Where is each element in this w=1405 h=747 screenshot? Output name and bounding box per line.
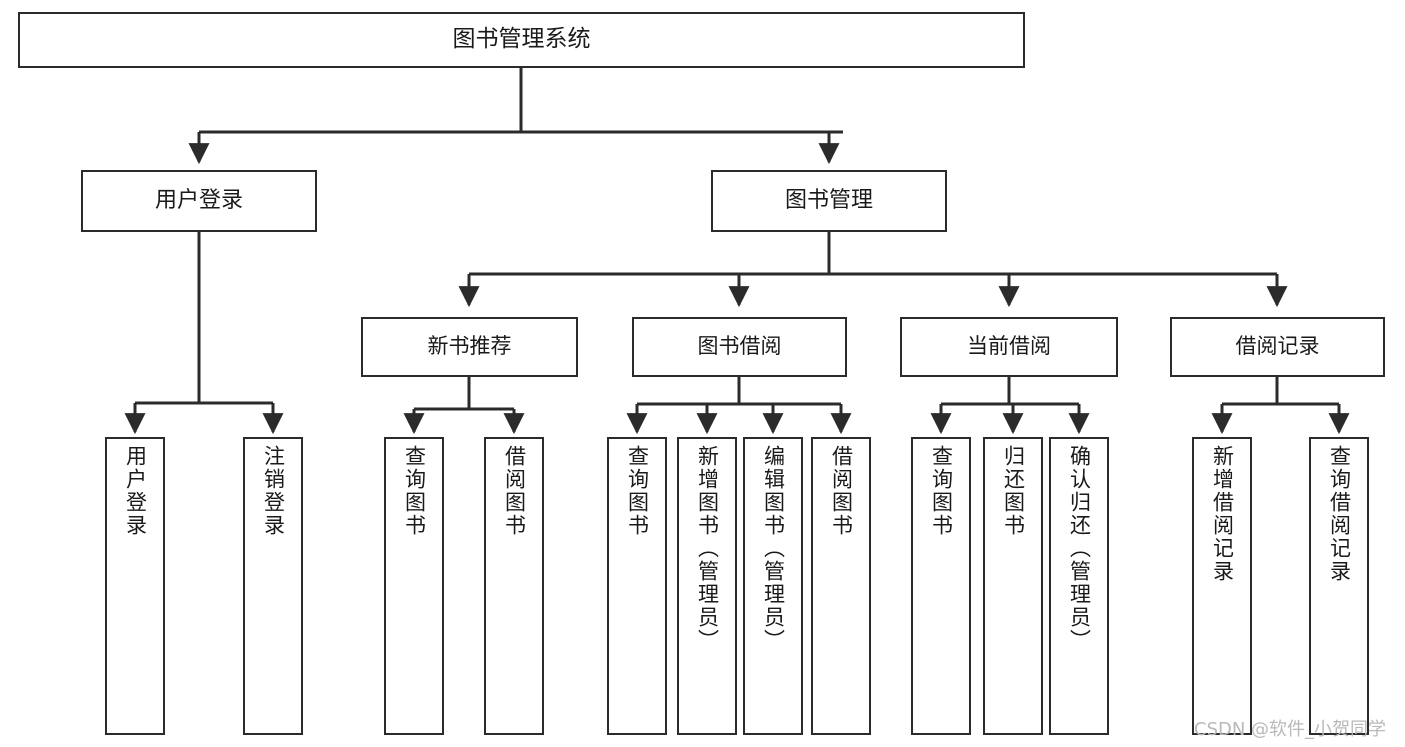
node-label: 借阅记录: [1235, 334, 1320, 359]
node-label: 借阅图书: [502, 445, 527, 537]
node-book-borrowing[interactable]: 图书借阅: [632, 317, 847, 377]
leaf-borrow-borrow-book[interactable]: 借阅图书: [811, 437, 871, 735]
leaf-borrow-edit-book-admin[interactable]: 编辑图书（管理员）: [743, 437, 803, 735]
node-label: 新增借阅记录: [1210, 445, 1235, 583]
leaf-current-confirm-return-admin[interactable]: 确认归还（管理员）: [1049, 437, 1109, 735]
node-label: 用户登录: [123, 445, 148, 537]
node-new-book-recommendation[interactable]: 新书推荐: [361, 317, 578, 377]
node-label: 图书管理: [784, 187, 873, 213]
node-label: 查询图书: [402, 445, 427, 537]
node-label: 用户登录: [154, 187, 243, 213]
leaf-current-query-book[interactable]: 查询图书: [911, 437, 971, 735]
node-borrowing-record[interactable]: 借阅记录: [1170, 317, 1385, 377]
csdn-watermark: CSDN @软件_小贺同学: [1194, 719, 1387, 740]
node-label: 图书管理系统: [452, 26, 591, 53]
node-current-borrowing[interactable]: 当前借阅: [900, 317, 1118, 377]
node-label: 编辑图书（管理员）: [761, 445, 786, 652]
node-label: 新增图书（管理员）: [695, 445, 720, 652]
node-label: 归还图书: [1001, 445, 1026, 537]
node-label: 借阅图书: [829, 445, 854, 537]
node-label: 查询图书: [625, 445, 650, 537]
leaf-current-return-book[interactable]: 归还图书: [983, 437, 1043, 735]
node-label: 当前借阅: [967, 334, 1051, 359]
leaf-new-book-query-book[interactable]: 查询图书: [384, 437, 444, 735]
node-label: 注销登录: [261, 445, 286, 537]
node-label: 图书借阅: [697, 334, 782, 359]
leaf-record-add-record[interactable]: 新增借阅记录: [1192, 437, 1252, 735]
node-book-management[interactable]: 图书管理: [711, 170, 947, 232]
leaf-user-login-login[interactable]: 用户登录: [105, 437, 165, 735]
leaf-borrow-add-book-admin[interactable]: 新增图书（管理员）: [677, 437, 737, 735]
node-user-login[interactable]: 用户登录: [81, 170, 317, 232]
node-label: 确认归还（管理员）: [1067, 445, 1092, 652]
leaf-user-login-logout[interactable]: 注销登录: [243, 437, 303, 735]
leaf-borrow-query-book[interactable]: 查询图书: [607, 437, 667, 735]
leaf-new-book-borrow-book[interactable]: 借阅图书: [484, 437, 544, 735]
node-label: 查询图书: [929, 445, 954, 537]
leaf-record-query-record[interactable]: 查询借阅记录: [1309, 437, 1369, 735]
node-label: 查询借阅记录: [1327, 445, 1352, 583]
node-root-book-management-system[interactable]: 图书管理系统: [18, 12, 1025, 68]
node-label: 新书推荐: [427, 334, 512, 359]
